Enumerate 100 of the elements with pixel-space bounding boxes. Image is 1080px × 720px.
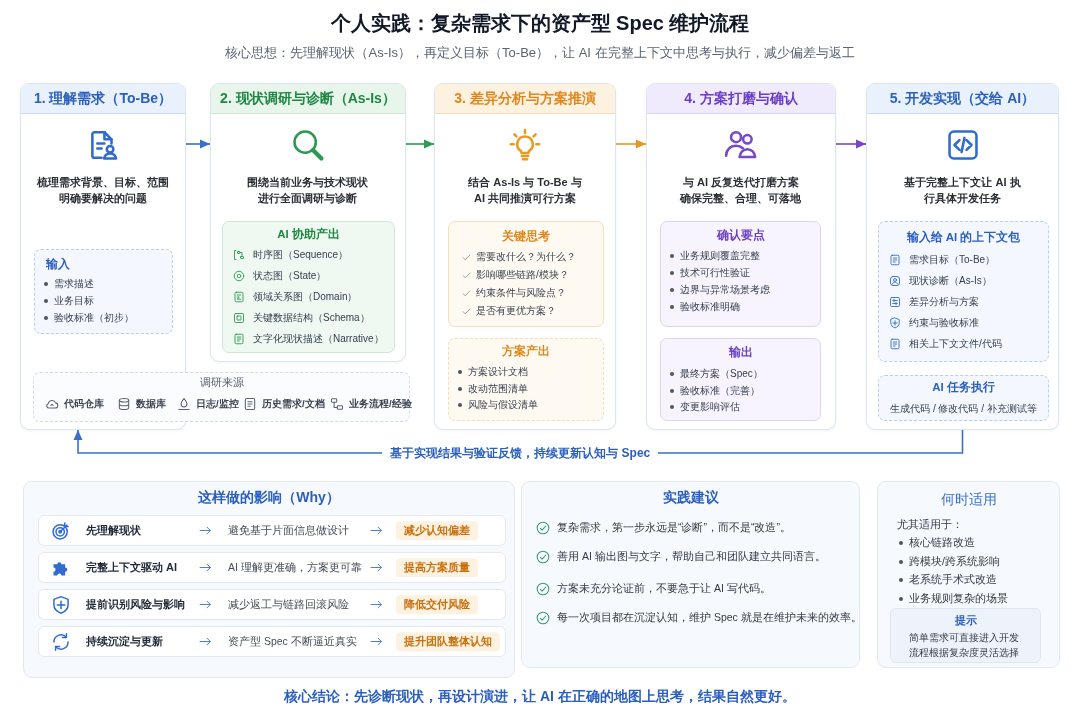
card-header: 5. 开发实现（交给 AI） xyxy=(867,84,1058,114)
info-box xyxy=(878,221,1049,362)
box-title: 输入 xyxy=(46,256,70,272)
sources-box xyxy=(33,372,410,422)
impact-row xyxy=(38,626,506,657)
info-box xyxy=(34,249,173,334)
arrow xyxy=(185,139,211,149)
info-box xyxy=(878,375,1049,421)
card-header: 3. 差异分析与方案推演 xyxy=(435,84,615,114)
box-title: 关键思考 xyxy=(502,228,550,244)
list-item: 老系统手术式改造 xyxy=(909,573,997,587)
info-box xyxy=(660,221,821,327)
card-description: 与 AI 反复迭代打磨方案确保完整、合理、可落地 xyxy=(679,175,803,206)
tip-box xyxy=(890,608,1041,663)
source-label: 历史需求/文档 xyxy=(262,398,325,410)
advice-text: 复杂需求，第一步永远是“诊断”，而不是“改造”。 xyxy=(557,521,791,535)
panel-title: 这样做的影响（Why） xyxy=(198,489,340,507)
list-item: 状态图（State） xyxy=(253,269,327,283)
info-panel xyxy=(521,481,860,668)
stage-card xyxy=(646,83,836,430)
box-text: 生成代码 / 修改代码 / 补充测试等 xyxy=(890,402,1037,416)
result-tag: 提高方案质量 xyxy=(396,557,478,578)
box-title: AI 协助产出 xyxy=(277,226,340,242)
source-label: 业务流程/经验 xyxy=(349,398,412,410)
panel-title: 实践建议 xyxy=(662,489,719,507)
list-item: 验收标准（初步） xyxy=(54,311,134,325)
list-item: 变更影响评估 xyxy=(680,400,740,414)
tip-text: 简单需求可直接进入开发流程根据复杂度灵活选择 xyxy=(909,631,1020,660)
box-title: 输入给 AI 的上下文包 xyxy=(906,229,1021,245)
impact-effect: 资产型 Spec 不断逼近真实 xyxy=(228,634,357,649)
panel-title: 何时适用 xyxy=(940,491,997,509)
info-box xyxy=(448,221,604,327)
impact-label: 提前识别风险与影响 xyxy=(86,597,185,612)
list-item: 相关上下文文件/代码 xyxy=(909,337,1002,351)
impact-effect: AI 理解更准确，方案更可靠 xyxy=(228,560,362,575)
intro-text: 尤其适用于： xyxy=(897,518,963,532)
list-item: 影响哪些链路/模块？ xyxy=(476,268,569,282)
impact-label: 完整上下文驱动 AI xyxy=(86,560,178,575)
info-panel xyxy=(23,481,515,678)
list-item: 文字化现状描述（Narrative） xyxy=(253,332,384,346)
list-item: 最终方案（Spec） xyxy=(680,367,763,381)
box-title: 输出 xyxy=(728,344,753,360)
box-title: 确认要点 xyxy=(716,227,765,243)
list-item: 约束与验收标准 xyxy=(909,316,979,330)
list-item: 业务规则复杂的场景 xyxy=(909,591,1008,606)
list-item: 风险与假设清单 xyxy=(468,398,538,412)
conclusion-text: 核心结论：先诊断现状，再设计演进，让 AI 在正确的地图上思考，结果自然更好。 xyxy=(284,688,796,706)
box-title: 调研来源 xyxy=(199,376,244,390)
advice-text: 方案未充分论证前，不要急于让 AI 写代码。 xyxy=(557,582,771,596)
info-box xyxy=(222,221,395,353)
card-header: 2. 现状调研与诊断（As-Is） xyxy=(211,84,405,114)
box-title: 方案产出 xyxy=(502,343,550,359)
list-item: 需求描述 xyxy=(54,277,94,291)
impact-effect: 避免基于片面信息做设计 xyxy=(228,523,349,538)
list-item: 核心链路改造 xyxy=(909,536,975,550)
list-item: 现状诊断（As-Is） xyxy=(909,274,992,288)
edge-label: 基于实现结果与验证反馈，持续更新认知与 Spec xyxy=(382,444,659,462)
card-description: 围绕当前业务与技术现状进行全面调研与诊断 xyxy=(246,175,370,206)
list-item: 方案设计文档 xyxy=(468,365,528,379)
impact-row xyxy=(38,515,506,546)
list-item: 关键数据结构（Schema） xyxy=(253,311,370,325)
box-title: 提示 xyxy=(954,614,977,628)
impact-row xyxy=(38,589,506,620)
list-item: 业务规则覆盖完整 xyxy=(680,249,760,263)
advice-text: 善用 AI 输出图与文字，帮助自己和团队建立共同语言。 xyxy=(557,550,826,564)
arrow xyxy=(405,139,435,149)
list-item: 是否有更优方案？ xyxy=(476,304,556,318)
arrow xyxy=(835,139,867,149)
card-header: 4. 方案打磨与确认 xyxy=(647,84,835,114)
list-item: 改动范围清单 xyxy=(468,382,528,395)
list-item: 时序图（Sequence） xyxy=(253,248,349,262)
stage-card xyxy=(210,83,406,362)
info-box xyxy=(660,338,821,421)
result-tag: 降低交付风险 xyxy=(396,594,478,615)
box-title: AI 任务执行 xyxy=(932,379,995,395)
result-tag: 提升团队整体认知 xyxy=(396,631,500,652)
card-description: 基于完整上下文让 AI 执行具体开发任务 xyxy=(903,175,1022,206)
list-item: 业务目标 xyxy=(54,294,94,308)
stage-card xyxy=(866,83,1059,430)
source-label: 数据库 xyxy=(136,398,166,410)
source-label: 代码仓库 xyxy=(64,398,104,410)
result-tag: 减少认知偏差 xyxy=(396,520,478,541)
list-item: 需求目标（To-Be） xyxy=(909,253,996,267)
list-item: 边界与异常场景考虑 xyxy=(680,283,770,297)
list-item: 技术可行性验证 xyxy=(680,266,750,280)
list-item: 跨模块/跨系统影响 xyxy=(909,554,1000,569)
card-description: 结合 As-Is 与 To-Be 与 AI 共同推演可行方案 xyxy=(467,175,583,206)
card-description: 梳理需求背景、目标、范围明确要解决的问题 xyxy=(36,175,170,206)
impact-label: 持续沉淀与更新 xyxy=(86,634,163,649)
info-box xyxy=(448,338,604,421)
page-title: 个人实践：复杂需求下的资产型 Spec 维护流程 xyxy=(330,10,750,36)
list-item: 需要改什么？为什么？ xyxy=(476,250,576,264)
impact-row xyxy=(38,552,506,583)
list-item: 验收标准明确 xyxy=(680,300,740,314)
arrow xyxy=(615,139,647,149)
list-item: 领域关系图（Domain） xyxy=(253,290,358,304)
impact-effect: 减少返工与链路回滚风险 xyxy=(228,597,349,612)
impact-label: 先理解现状 xyxy=(86,523,141,538)
subtitle: 核心思想：先理解现状（As-Is），再定义目标（To-Be），让 AI 在完整上下文中思考与执行，减少偏差与返工 xyxy=(225,44,855,62)
advice-text: 每一次项目都在沉淀认知，维护 Spec 就是在维护未来的效率。 xyxy=(557,611,862,625)
